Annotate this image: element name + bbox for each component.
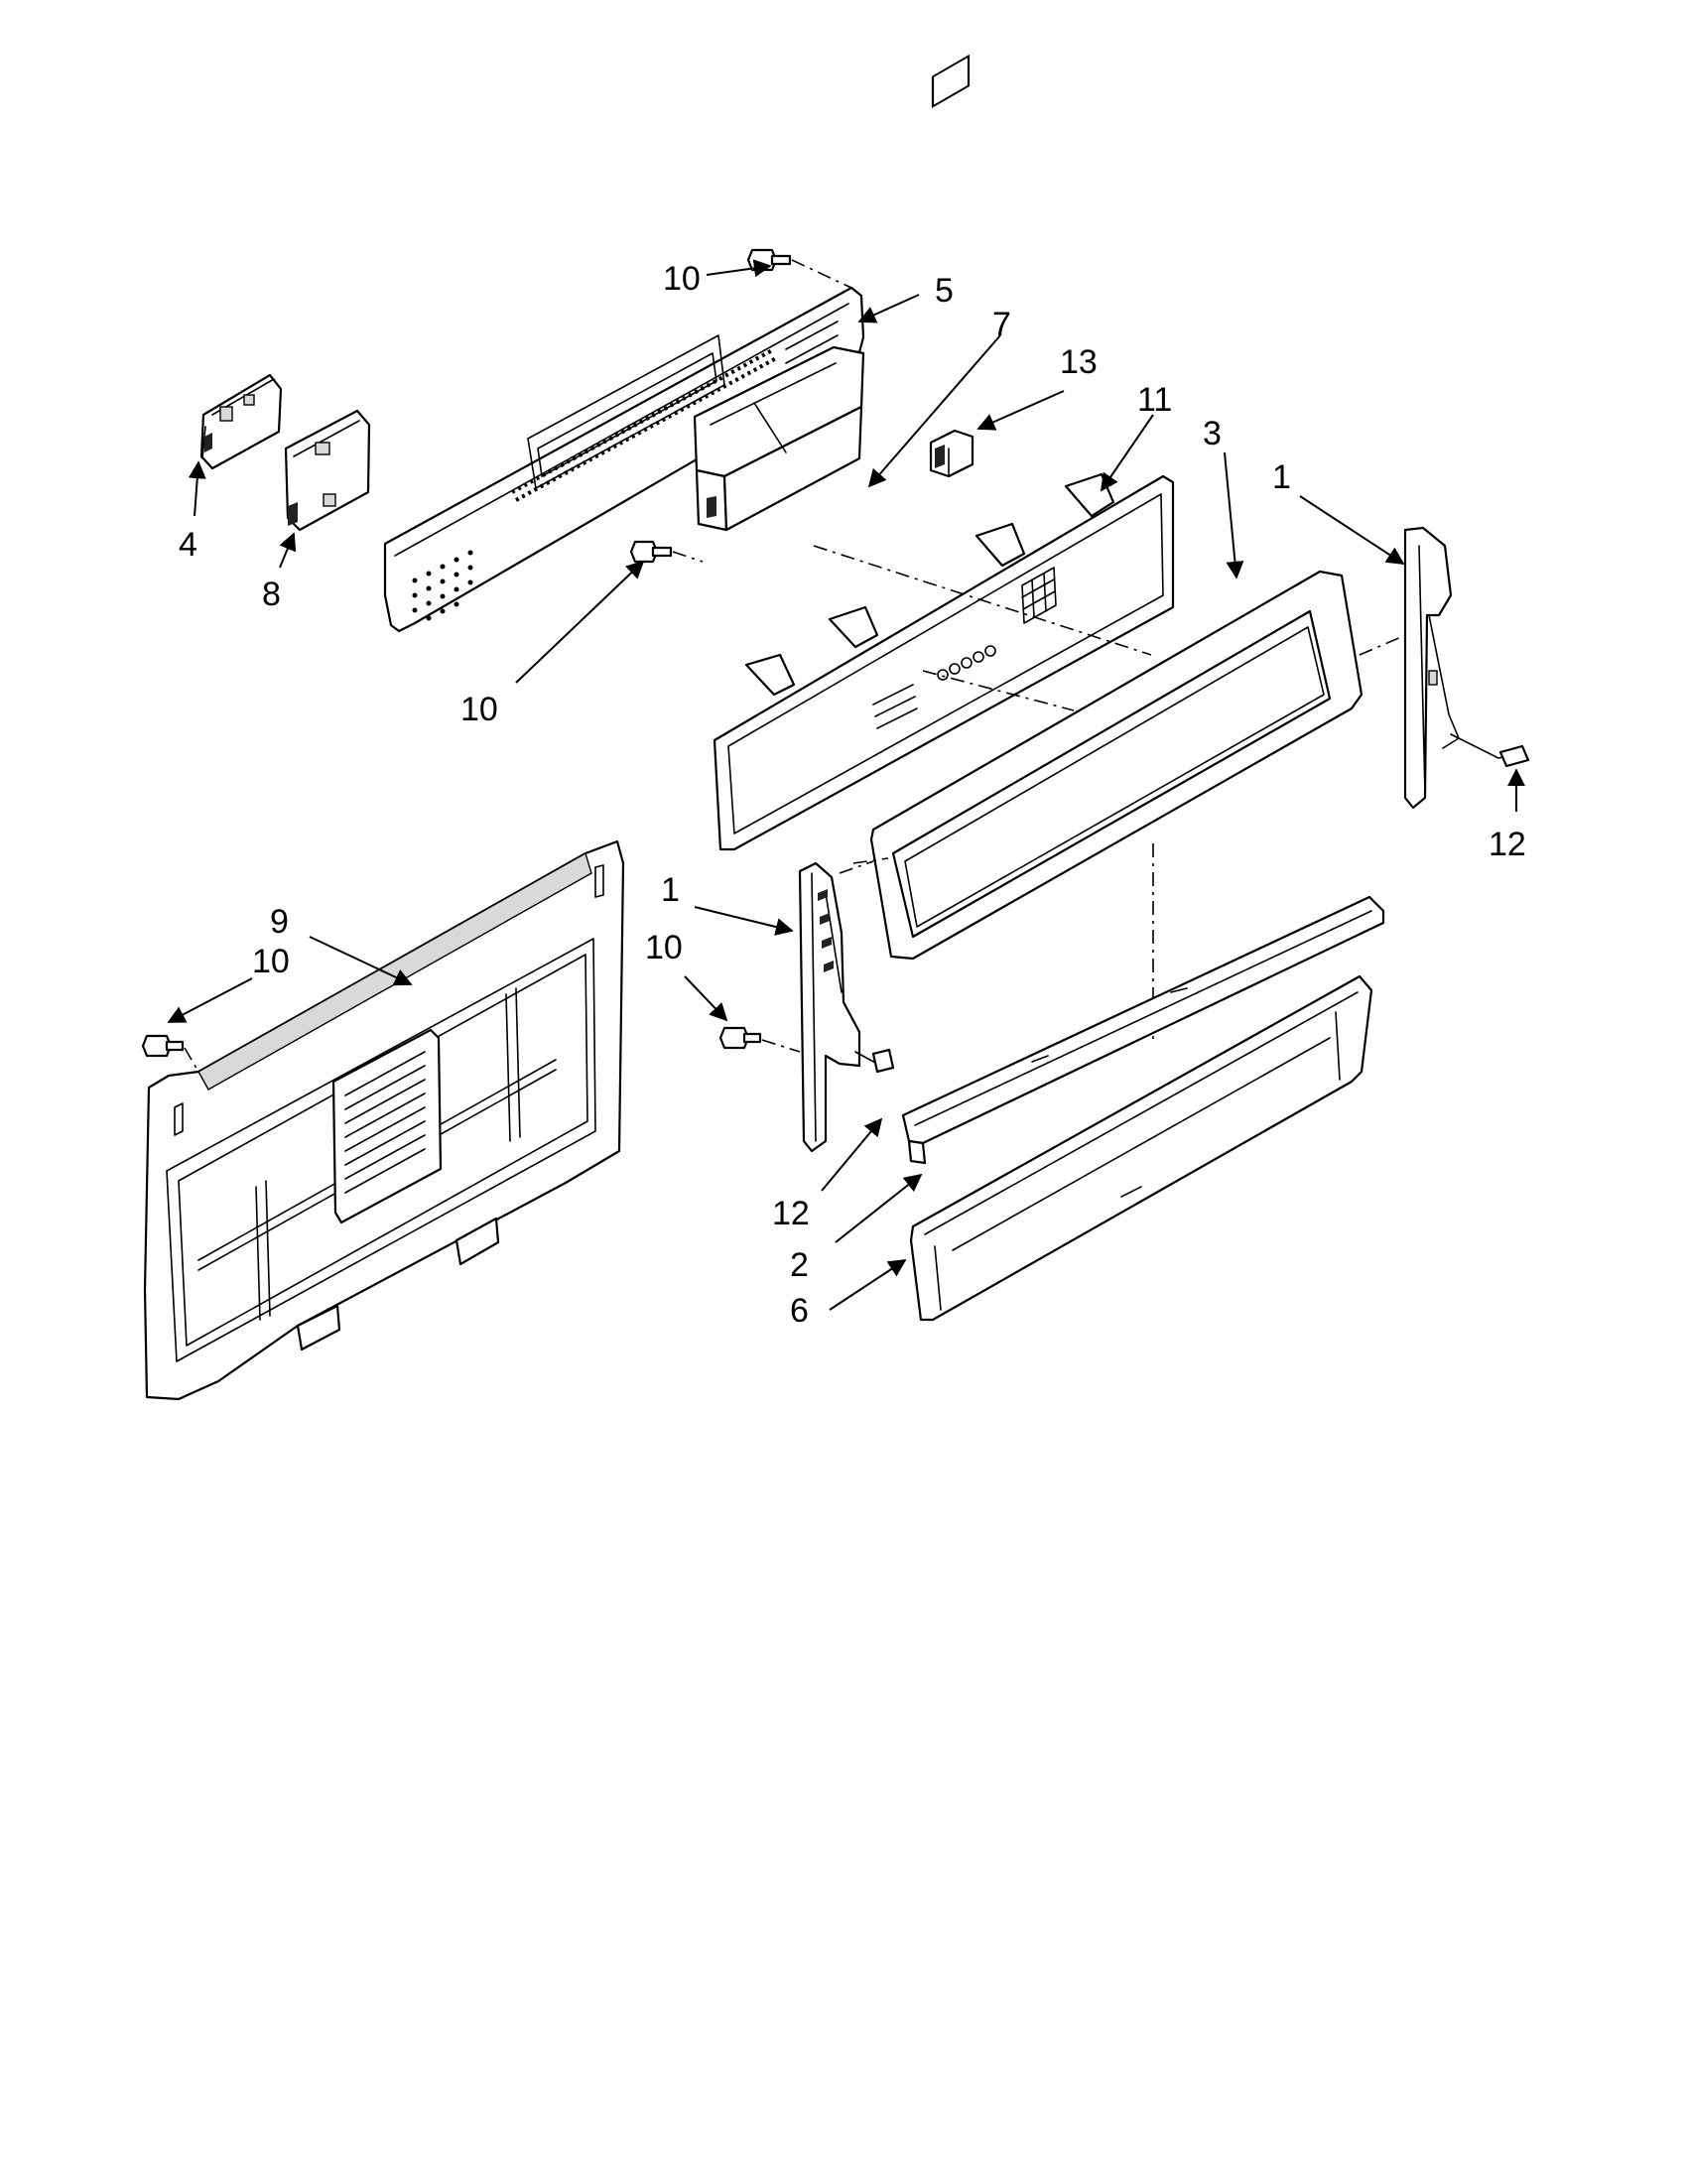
bracket-notches: [818, 889, 834, 972]
callout-7: 7: [992, 306, 1011, 343]
control-panel-part-11: [713, 55, 1175, 851]
callout-12-middle: 12: [772, 1195, 810, 1232]
callout-6: 6: [790, 1292, 809, 1330]
callout-5: 5: [935, 272, 954, 310]
callout-10-top-screw: 10: [663, 260, 701, 298]
keypad-grid: [1021, 567, 1057, 624]
screw-lower-middle: [718, 1026, 801, 1053]
callout-1-middle: 1: [661, 871, 680, 909]
back-panel-part-9: [143, 839, 625, 1401]
callout-11: 11: [1137, 381, 1172, 419]
kick-panel-part-6: [909, 974, 1373, 1322]
perforation-grid: [412, 550, 473, 621]
screw-top: [746, 248, 852, 289]
callout-1-right: 1: [1272, 458, 1291, 496]
control-board-part-8: [284, 409, 371, 532]
connector-part-13: [929, 429, 974, 478]
side-bracket-right-part-1: [1403, 526, 1530, 810]
callout-4: 4: [179, 526, 197, 564]
callout-2: 2: [790, 1246, 809, 1284]
callout-labels: 10 5 7 13 11 3 1 4 8 10 12 9 10 1 10 12 …: [179, 260, 1526, 1330]
console-bezel-part-3: [869, 570, 1363, 961]
button-row: [872, 645, 996, 729]
callout-10-lower-screw: 10: [645, 929, 683, 966]
callout-10-middle-screw: 10: [460, 691, 498, 728]
lower-trim-part-2: [901, 895, 1385, 1165]
callout-10-left-screw: 10: [252, 943, 290, 980]
electronic-control-part-7: [693, 345, 865, 532]
control-board-part-4: [199, 373, 283, 470]
callout-12-right: 12: [1489, 826, 1526, 863]
side-bracket-left-part-1: [798, 860, 895, 1153]
screw-left: [141, 1034, 199, 1073]
callout-8: 8: [262, 576, 281, 613]
leader-lines: [167, 259, 1525, 1311]
rear-console-panel-part-5: [383, 286, 865, 633]
louver-slots: [344, 1051, 426, 1194]
screw-middle: [629, 540, 704, 564]
callout-3: 3: [1203, 415, 1222, 452]
callout-13: 13: [1060, 343, 1098, 381]
callout-9: 9: [270, 903, 289, 941]
